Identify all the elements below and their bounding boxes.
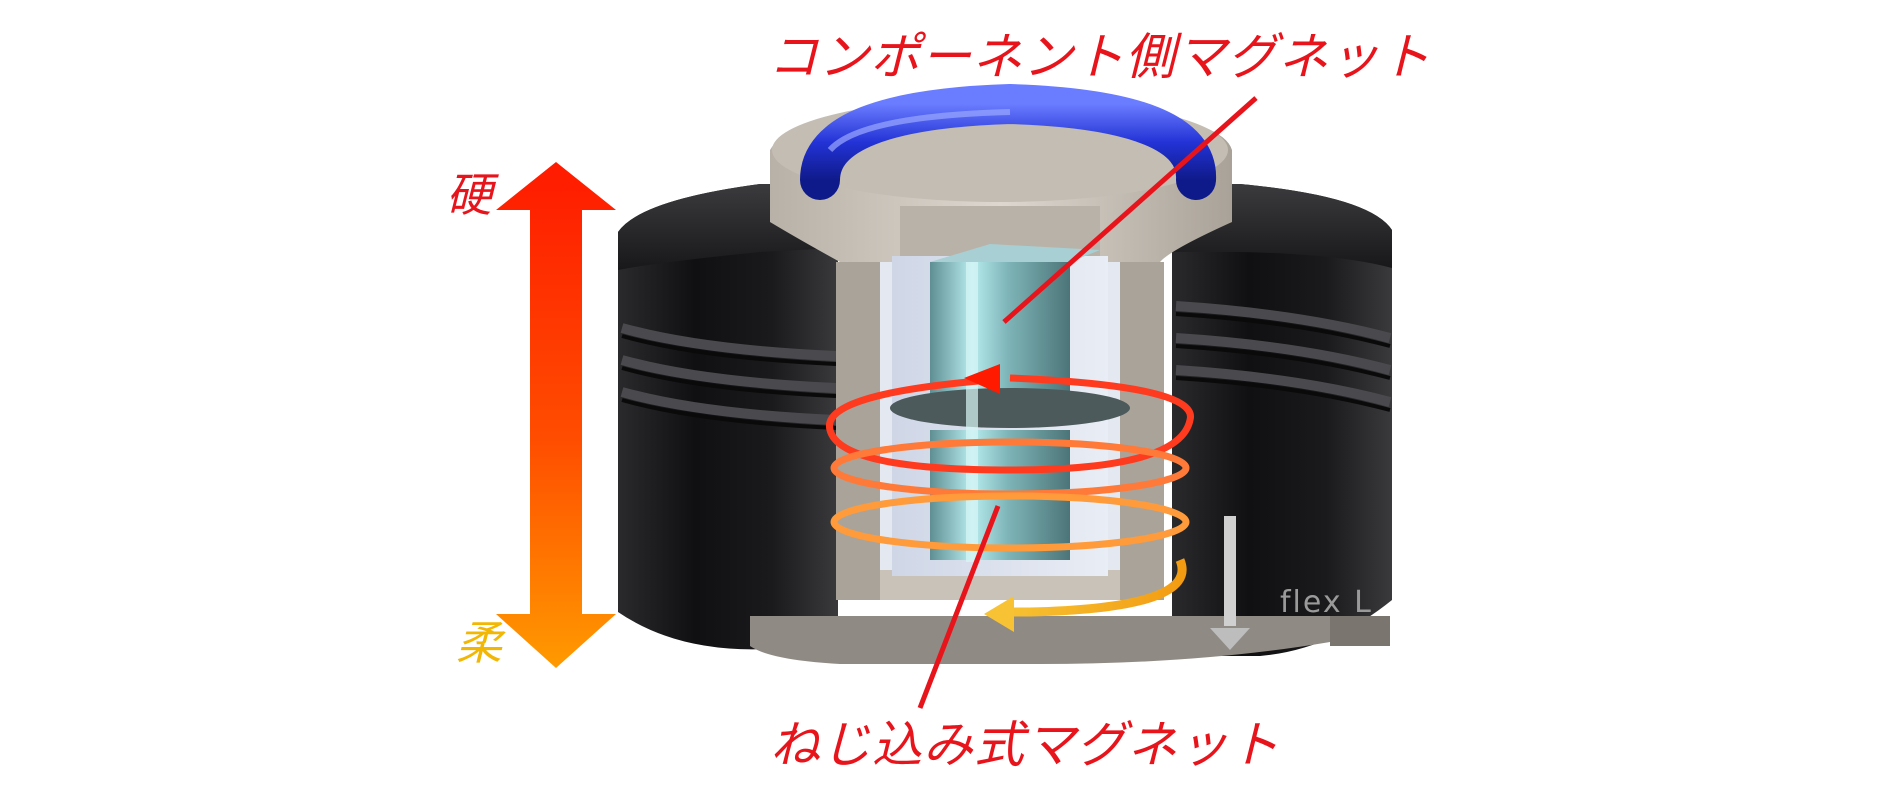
product-mark: flex L [1280,585,1373,620]
soft-label: 柔 [456,616,502,670]
leader-line-top [1002,96,1258,324]
rotation-arrows-icon [826,364,1194,632]
outer-body [618,184,1392,664]
set-screw [1210,516,1250,650]
magnet-assembly [890,244,1130,576]
component-magnet-label: コンポーネント側マグネット [768,28,1431,86]
hard-label: 硬 [446,168,492,222]
screw-magnet-label: ねじ込み式マグネット [770,716,1280,774]
leader-line-bottom [917,505,1001,709]
blue-ring [800,83,1216,200]
double-headed-stiffness-arrow-icon [496,162,616,668]
